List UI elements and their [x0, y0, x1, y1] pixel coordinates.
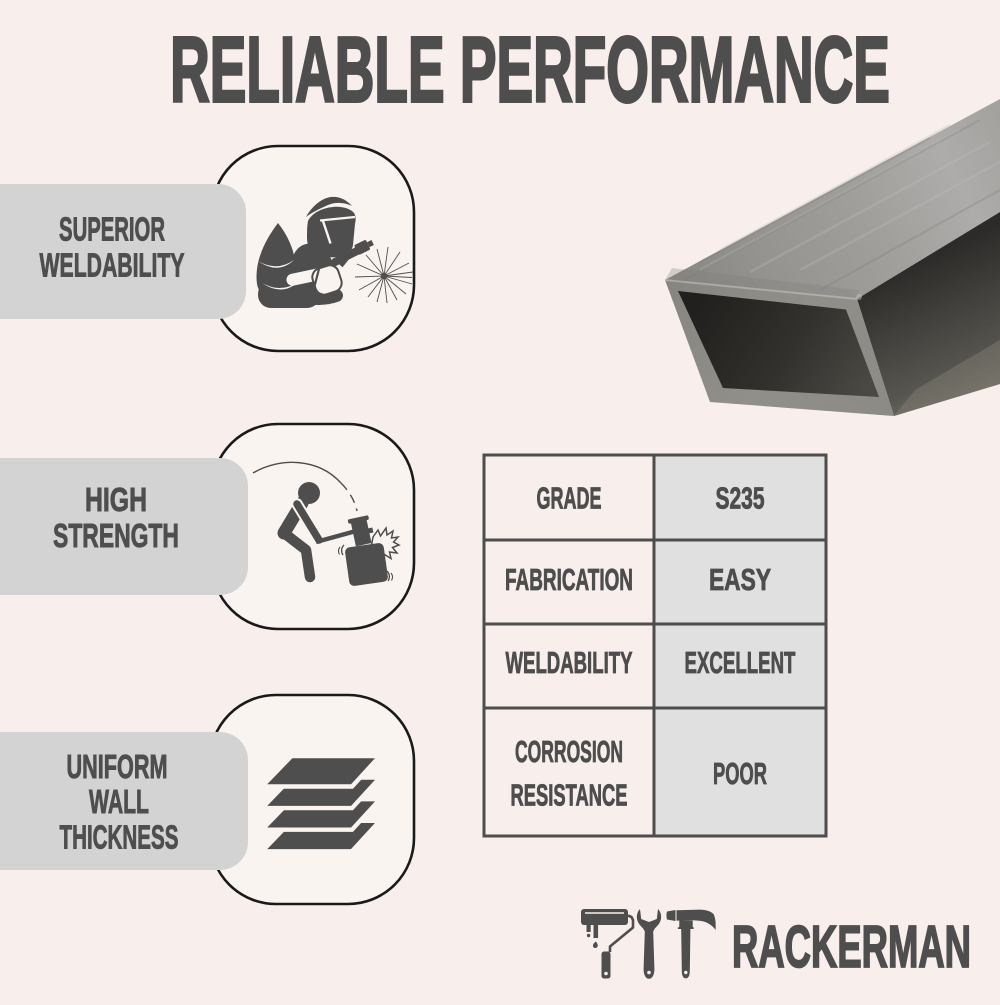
- svg-text:RACKERMAN: RACKERMAN: [732, 915, 971, 980]
- svg-text:CORROSION: CORROSION: [515, 735, 623, 769]
- svg-text:S235: S235: [715, 480, 764, 515]
- svg-text:THICKNESS: THICKNESS: [60, 819, 179, 856]
- svg-text:SUPERIOR: SUPERIOR: [59, 210, 165, 247]
- svg-text:WELDABILITY: WELDABILITY: [40, 247, 185, 284]
- svg-text:HIGH: HIGH: [85, 483, 147, 519]
- svg-text:POOR: POOR: [713, 757, 767, 791]
- svg-text:EXCELLENT: EXCELLENT: [685, 646, 796, 680]
- svg-text:STRENGTH: STRENGTH: [53, 518, 179, 555]
- svg-text:UNIFORM: UNIFORM: [67, 748, 168, 785]
- svg-text:EASY: EASY: [709, 562, 771, 597]
- svg-text:RELIABLE PERFORMANCE: RELIABLE PERFORMANCE: [170, 19, 890, 123]
- svg-text:GRADE: GRADE: [537, 482, 602, 516]
- svg-text:WELDABILITY: WELDABILITY: [506, 646, 633, 680]
- svg-text:FABRICATION: FABRICATION: [505, 563, 633, 597]
- svg-text:RESISTANCE: RESISTANCE: [511, 779, 628, 813]
- svg-text:WALL: WALL: [89, 783, 149, 820]
